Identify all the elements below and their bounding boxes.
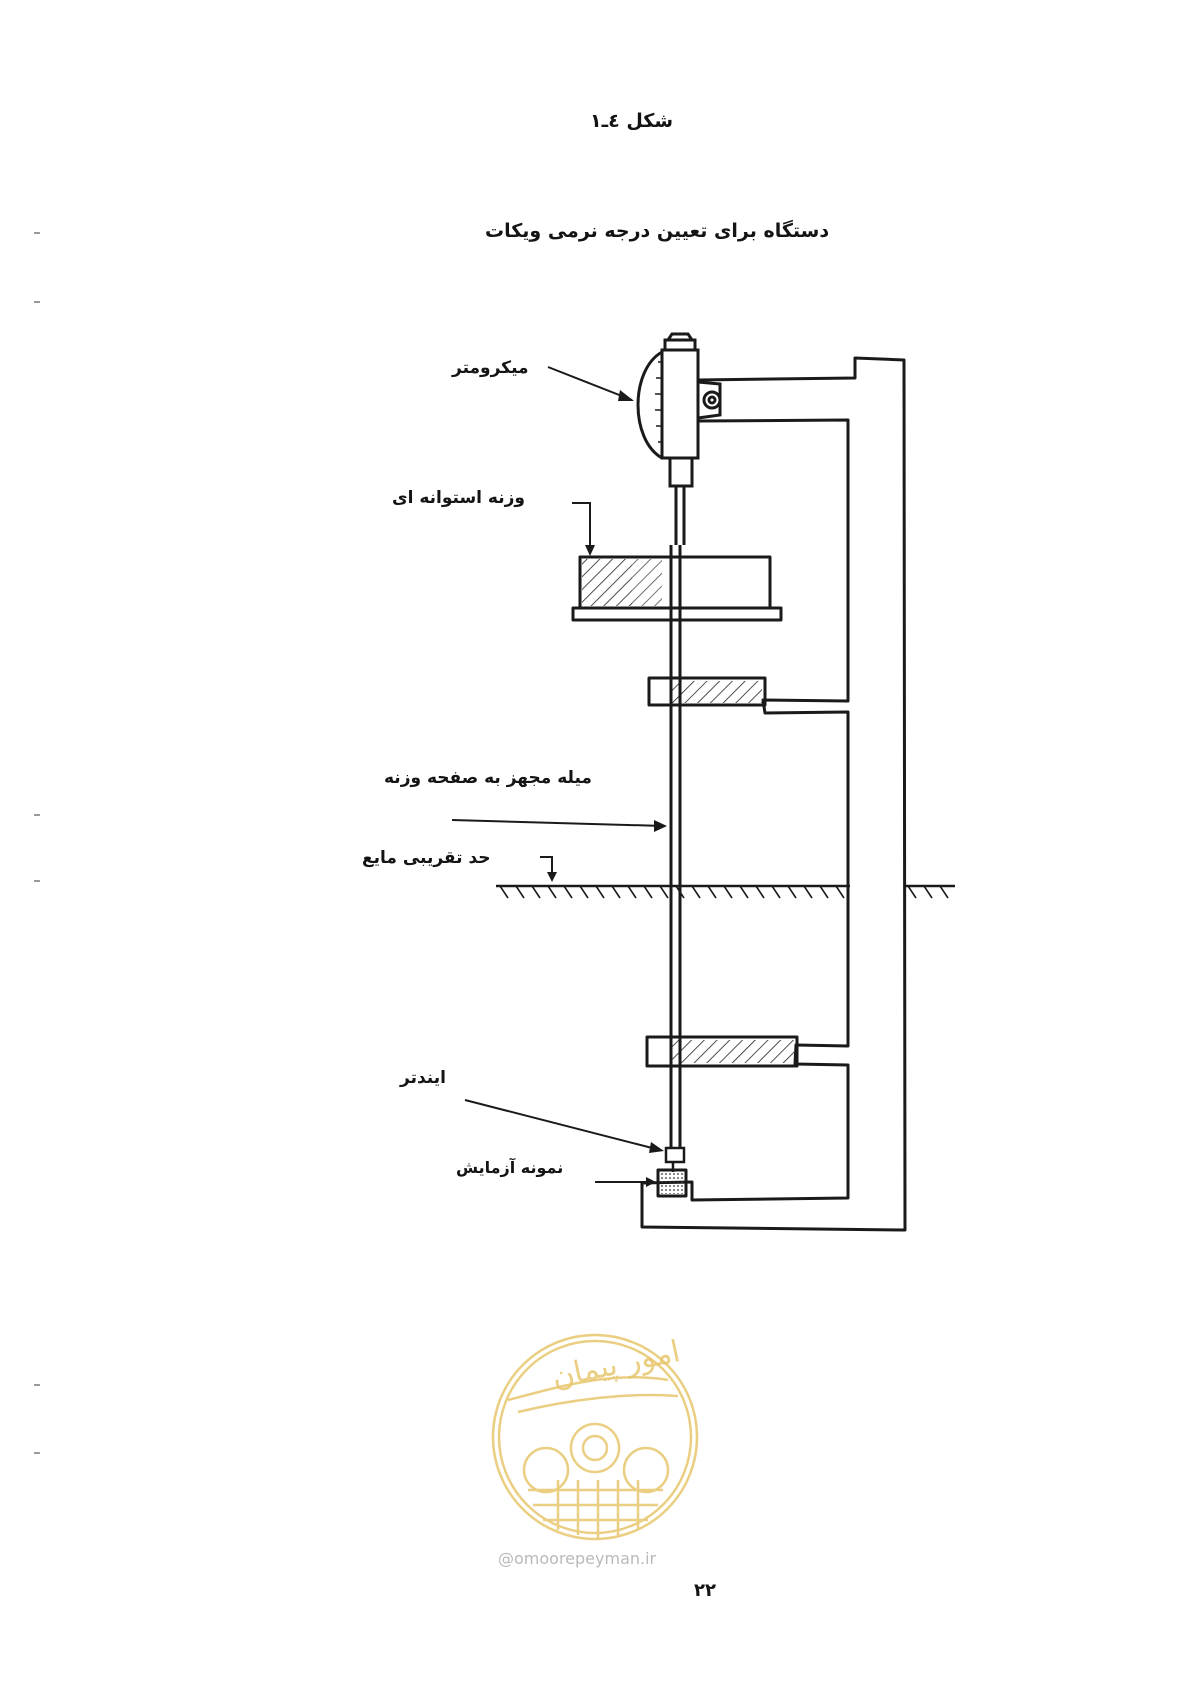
watermark-url: @omoorepeyman.ir — [498, 1549, 657, 1568]
scan-mark — [34, 232, 40, 234]
micrometer-leader — [547, 366, 633, 401]
weight-plate — [571, 606, 783, 622]
sample-dots — [660, 1172, 684, 1194]
page-number: ٢٢ — [694, 1580, 716, 1601]
micrometer-assembly — [636, 332, 722, 488]
scan-mark — [34, 1452, 40, 1454]
watermark-logo-icon: امور پیمان — [491, 1333, 699, 1541]
scan-mark — [34, 880, 40, 882]
frame-outline — [640, 356, 907, 1232]
liquid-leader — [540, 856, 553, 878]
label-rod: میله مجهز به صفحه وزنه — [384, 768, 592, 788]
indenter-leader — [464, 1099, 661, 1151]
lower-guide-hatch — [670, 1040, 794, 1063]
label-liquid-level: حد تقریبی مایع — [362, 848, 491, 868]
indenter — [664, 1146, 686, 1172]
lower-guide — [645, 1035, 799, 1068]
scan-mark — [34, 814, 40, 816]
label-micrometer: میکرومتر — [452, 358, 529, 378]
upper-guide-hatch — [672, 681, 762, 703]
figure-title: شکل ٤ـ١ — [590, 110, 674, 132]
scan-mark — [34, 301, 40, 303]
label-cylindrical-weight: وزنه استوانه ای — [392, 488, 525, 508]
upper-guide — [647, 676, 767, 707]
label-test-sample: نمونه آزمایش — [456, 1158, 564, 1177]
label-indenter: ایندتر — [400, 1068, 446, 1088]
rod-leader — [451, 819, 665, 827]
rod — [669, 486, 686, 1148]
weight-leader — [572, 502, 591, 552]
figure-caption: دستگاه برای تعیین درجه نرمی ویکات — [485, 220, 830, 242]
scan-mark — [34, 1384, 40, 1386]
weight-hatch — [582, 559, 632, 606]
